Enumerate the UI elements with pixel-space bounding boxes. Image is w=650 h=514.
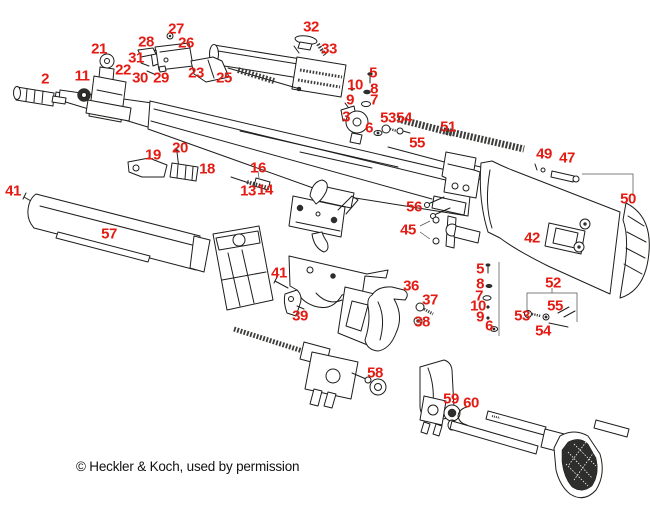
part-number-2: 2 (41, 70, 49, 88)
part-number-53: 53 (514, 307, 530, 325)
rear-sight-drawing (341, 106, 368, 144)
cocking-lever-parts-drawing (128, 150, 198, 182)
part-number-52: 52 (545, 274, 561, 292)
part-number-11: 11 (74, 67, 90, 85)
part-number-47: 47 (559, 149, 575, 167)
screw-set-column-drawing (483, 262, 499, 336)
part-number-5: 5 (476, 260, 484, 278)
part-number-25: 25 (216, 69, 232, 87)
part-number-58: 58 (367, 364, 383, 382)
part-number-10: 10 (347, 76, 363, 94)
pin-41-mid-drawing (274, 277, 288, 288)
part-number-45: 45 (400, 221, 416, 239)
part-number-31: 31 (128, 49, 144, 67)
screws-53-54-top-drawing (382, 125, 410, 134)
firing-pin-drawing (228, 68, 301, 91)
part-number-22: 22 (115, 61, 131, 79)
trigger-group-drawing (289, 180, 358, 252)
part-number-39: 39 (292, 307, 308, 325)
part-number-29: 29 (153, 69, 169, 87)
sight-base-assembly-drawing (300, 342, 371, 408)
part-number-30: 30 (132, 69, 148, 87)
screw-kit-52-drawing (525, 288, 578, 327)
part-number-20: 20 (172, 139, 188, 157)
part-number-23: 23 (188, 64, 204, 82)
part-number-33: 33 (321, 40, 337, 58)
part-number-10: 10 (470, 297, 486, 315)
part-number-38: 38 (414, 313, 430, 331)
part-number-50: 50 (620, 190, 636, 208)
part-number-6: 6 (485, 317, 493, 335)
part-number-18: 18 (199, 160, 215, 178)
part-number-6: 6 (365, 119, 373, 137)
part-number-59: 59 (443, 390, 459, 408)
part-number-51: 51 (440, 118, 456, 136)
barrel-ring-drawing (78, 89, 91, 102)
part-number-37: 37 (422, 291, 438, 309)
part-number-9: 9 (346, 91, 354, 109)
part-number-21: 21 (91, 40, 107, 58)
bolt-carrier-drawing (210, 45, 347, 98)
pistol-grip-drawing (365, 287, 407, 351)
part-number-60: 60 (463, 394, 479, 412)
part-number-36: 36 (403, 277, 419, 295)
part-number-8: 8 (476, 275, 484, 293)
part-number-13: 13 (240, 182, 256, 200)
link-piece-drawing (420, 396, 446, 436)
sight-screws-top-drawing (345, 73, 382, 136)
part-number-19: 19 (145, 146, 161, 164)
flash-hider-drawing (14, 87, 67, 107)
carrier-button-drawing (294, 35, 325, 55)
buttstock-drawing (480, 161, 620, 294)
part-number-7: 7 (370, 91, 378, 109)
part-number-53: 53 (380, 109, 396, 127)
parts-13-14-16-drawing (231, 171, 270, 190)
bolt-small-parts-drawing (138, 33, 173, 74)
backplate-drawing (442, 152, 480, 198)
part-number-55: 55 (409, 134, 425, 152)
part-number-57: 57 (101, 225, 117, 243)
part-number-5: 5 (369, 64, 377, 82)
part-number-49: 49 (536, 145, 552, 163)
pins-47-49-drawing (535, 164, 633, 196)
bolt-catch-39-drawing (284, 290, 304, 316)
part-number-16: 16 (250, 159, 266, 177)
part-number-41: 41 (271, 264, 287, 282)
part-number-14: 14 (257, 181, 273, 199)
part-number-7: 7 (475, 287, 483, 305)
front-sight-drawing (86, 54, 131, 122)
locking-piece-drawing (191, 57, 229, 82)
nut-58-drawing (370, 379, 386, 395)
part-number-28: 28 (138, 33, 154, 51)
part-number-54: 54 (535, 322, 551, 340)
retractable-stock-drawing (448, 411, 629, 498)
magazine-drawing (213, 226, 273, 310)
part-number-32: 32 (303, 18, 319, 36)
part-number-55: 55 (547, 297, 563, 315)
ring-60-drawing (458, 407, 467, 425)
part-number-56: 56 (406, 198, 422, 216)
recoil-spring-drawing (398, 119, 524, 149)
handguard-drawing (28, 194, 210, 272)
part-number-9: 9 (476, 308, 484, 326)
part-number-8: 8 (370, 80, 378, 98)
part-number-42: 42 (524, 229, 540, 247)
grip-screw-37-38-drawing (414, 303, 433, 325)
part-number-26: 26 (178, 34, 194, 52)
swivel-45-drawing (420, 216, 480, 248)
part-number-54: 54 (396, 109, 412, 127)
part-number-27: 27 (168, 20, 184, 38)
copyright-text: © Heckler & Koch, used by permission (76, 459, 300, 474)
part-number-3: 3 (342, 108, 350, 126)
buttplate-drawing (620, 203, 649, 298)
part-number-41: 41 (5, 182, 21, 200)
